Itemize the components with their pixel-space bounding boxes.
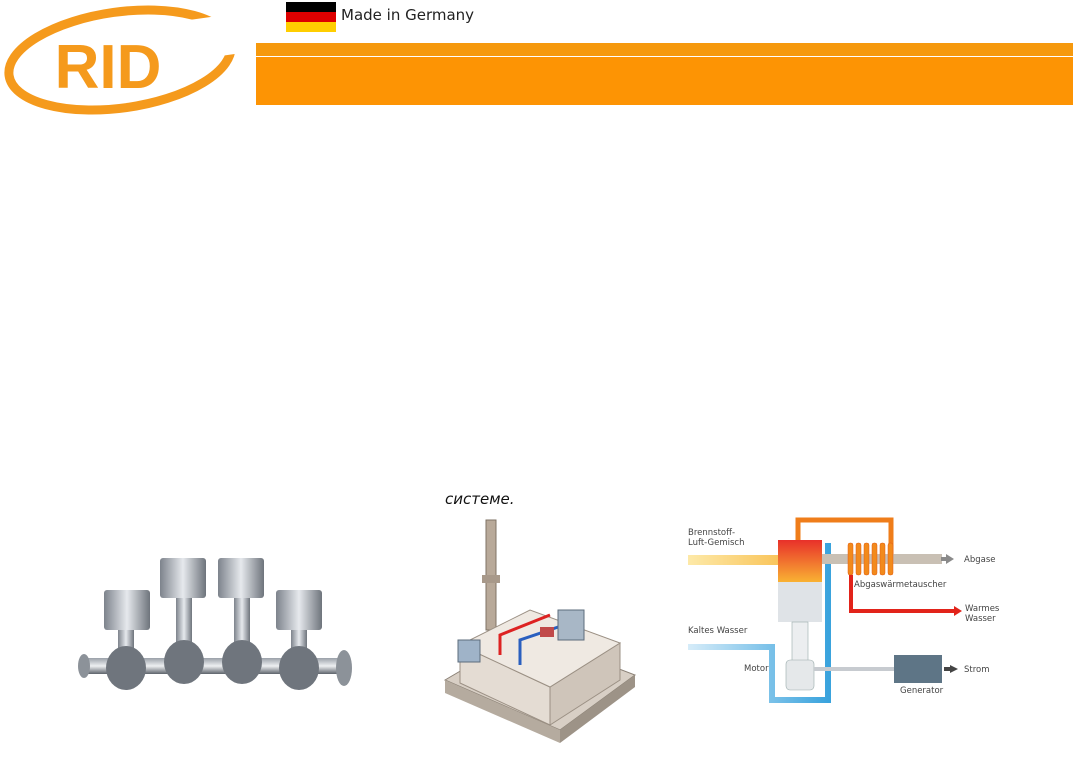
label-generator: Generator	[900, 686, 944, 696]
germany-flag-icon	[286, 2, 336, 32]
label-power: Strom	[964, 665, 990, 675]
rid-logo: RID	[4, 5, 240, 115]
label-exhaust: Abgase	[964, 555, 995, 565]
header-banner	[256, 57, 1073, 105]
chp-flow-diagram: Brennstoff- Luft-Gemisch Abgase Abgaswär…	[688, 517, 1000, 703]
label-warm-water-1: Warmes	[965, 604, 1000, 614]
label-motor: Motor	[744, 664, 769, 674]
header-banner-stripe	[256, 43, 1073, 56]
label-fuel-2: Luft-Gemisch	[688, 538, 744, 548]
chp-plant-isometric-image	[443, 519, 637, 743]
label-warm-water-2: Wasser	[965, 614, 996, 624]
caption-text: системе.	[445, 490, 515, 508]
made-in-germany-label: Made in Germany	[341, 6, 475, 24]
label-fuel-1: Brennstoff-	[688, 528, 735, 538]
label-cold-water: Kaltes Wasser	[688, 626, 748, 636]
label-heat-exchanger: Abgaswärmetauscher	[854, 580, 947, 590]
logo-text: RID	[55, 33, 162, 102]
crankshaft-pistons-image	[78, 558, 352, 690]
